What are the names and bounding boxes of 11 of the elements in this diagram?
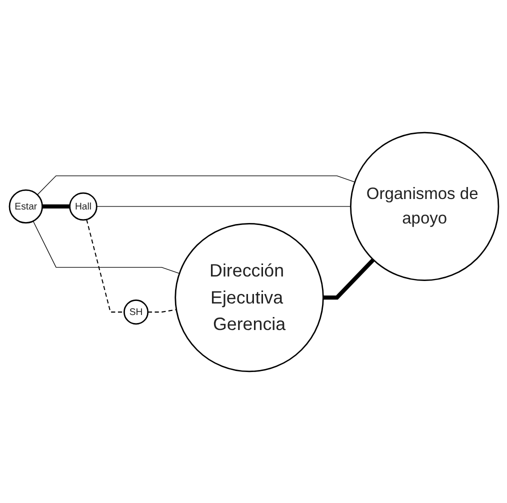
node-circle: Dirección Ejecutiva Gerencia [174,222,324,372]
connector [36,174,355,195]
connector [322,258,374,300]
connector [42,204,70,208]
connector [147,308,176,312]
node-circle: SH [123,299,148,324]
node-circle: Estar [8,188,42,224]
connector [86,218,124,312]
connector [32,220,180,274]
node-circle: Organismos de apoyo [350,131,499,281]
node-circle: Hall [68,192,97,220]
